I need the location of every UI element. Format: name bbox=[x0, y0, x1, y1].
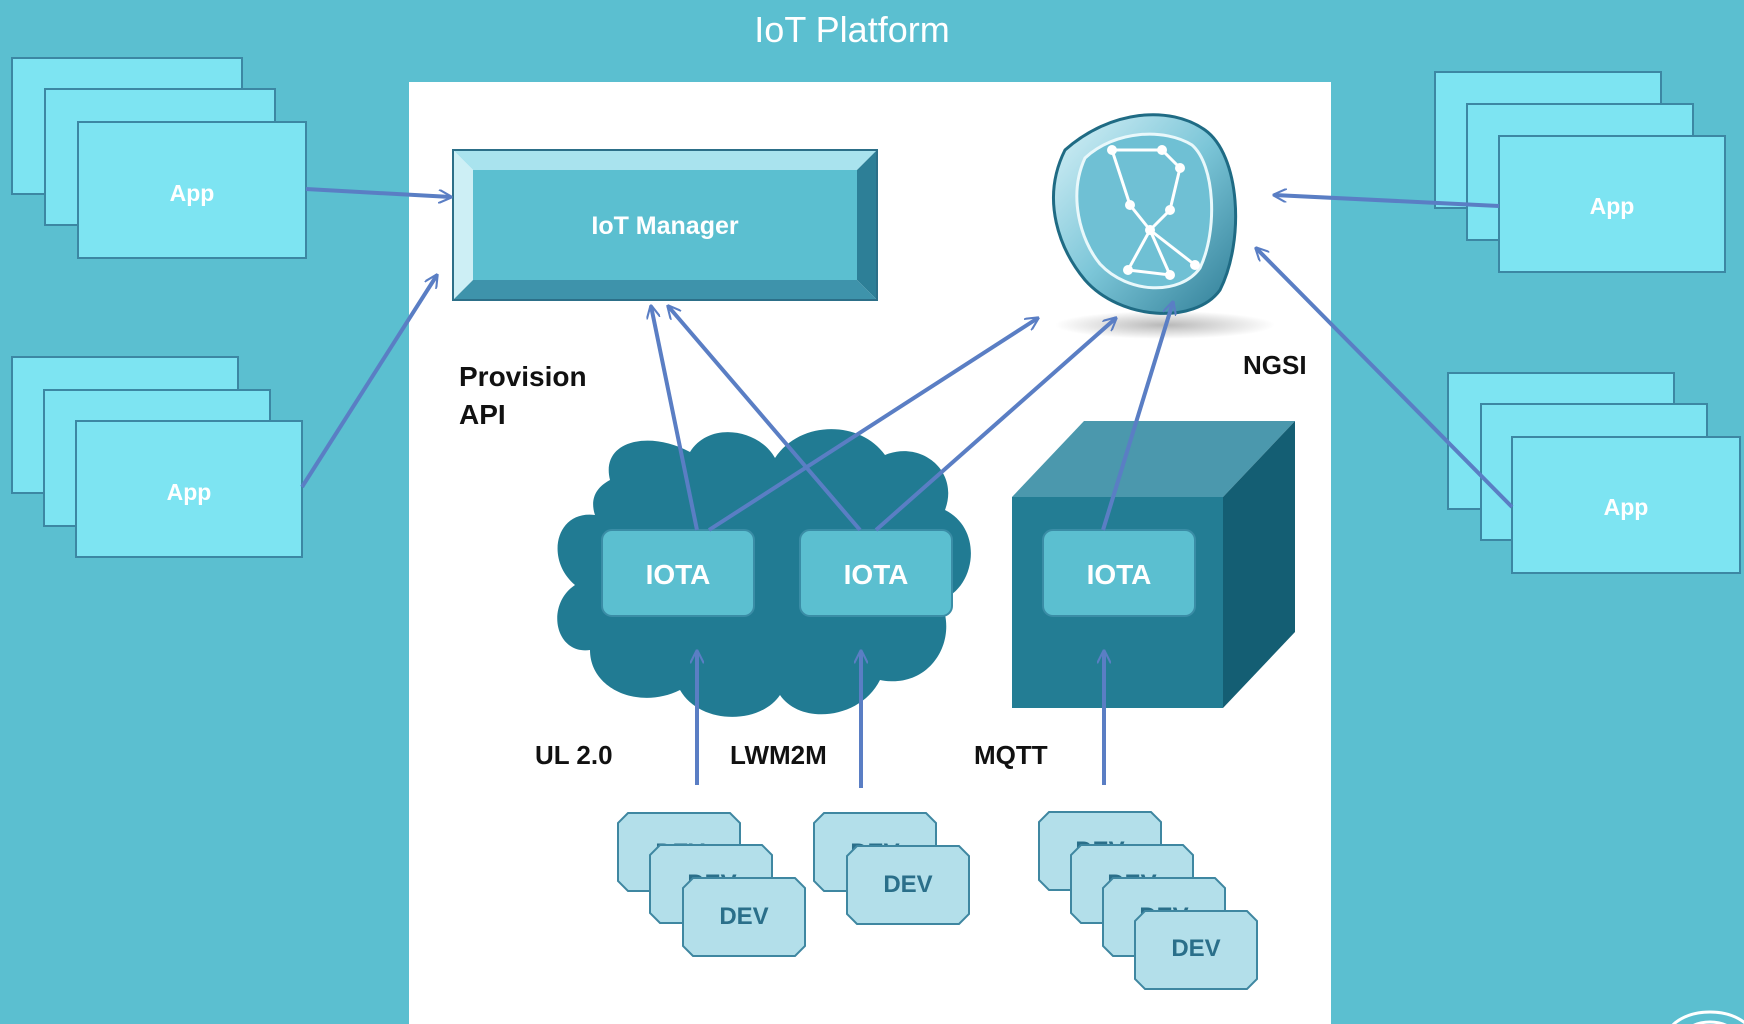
ul-label: UL 2.0 bbox=[535, 740, 613, 770]
connection-arrows bbox=[300, 187, 1514, 788]
device-card: DEV bbox=[1134, 910, 1258, 990]
provision-api-label-line2: API bbox=[459, 399, 506, 430]
iota-box-mqtt: IOTA bbox=[1042, 529, 1196, 617]
arrow-iota2-to-manager bbox=[668, 306, 862, 532]
app-stack-top-right: App bbox=[1434, 71, 1726, 273]
arrow-iota2-to-broker bbox=[874, 318, 1116, 532]
svg-text:DEV: DEV bbox=[883, 871, 932, 898]
arrow-app-to-manager-bottom bbox=[300, 275, 437, 489]
iota-label: IOTA bbox=[844, 559, 909, 590]
cloud-shape bbox=[557, 429, 971, 717]
arrow-iota1-to-broker bbox=[707, 318, 1038, 532]
arrow-iota1-to-manager bbox=[651, 306, 699, 531]
app-label: App bbox=[1604, 494, 1649, 520]
arrow-app-to-manager-top bbox=[305, 187, 451, 197]
device-card: DEV bbox=[846, 845, 970, 925]
arrow-app-to-broker-bottom bbox=[1256, 248, 1514, 509]
svg-text:DEV: DEV bbox=[1171, 935, 1220, 962]
arrow-iota3-to-broker bbox=[1101, 302, 1173, 531]
iota-box-ul: IOTA bbox=[601, 529, 755, 617]
device-group-mqtt: DEV DEV DEV DEV bbox=[1038, 811, 1258, 990]
lwm2m-label: LWM2M bbox=[730, 740, 827, 770]
iota-box-lwm2m: IOTA bbox=[799, 529, 953, 617]
device-group-lwm2m: DEV DEV bbox=[813, 812, 970, 925]
fiware-logo bbox=[1671, 1010, 1744, 1024]
app-stack-bottom-left: App bbox=[11, 356, 303, 558]
ngsi-label: NGSI bbox=[1243, 350, 1307, 380]
device-group-ul: DEV DEV DEV bbox=[617, 812, 806, 957]
svg-text:DEV: DEV bbox=[719, 903, 768, 930]
iot-manager-label: IoT Manager bbox=[591, 212, 739, 240]
mqtt-label: MQTT bbox=[974, 740, 1048, 770]
app-label: App bbox=[170, 180, 215, 206]
provision-api-label-line1: Provision bbox=[459, 361, 587, 392]
device-card: DEV bbox=[682, 877, 806, 957]
iota-label: IOTA bbox=[1087, 559, 1152, 590]
platform-title: IoT Platform bbox=[754, 9, 949, 50]
iota-label: IOTA bbox=[646, 559, 711, 590]
iot-manager-box: IoT Manager bbox=[452, 149, 878, 301]
app-label: App bbox=[167, 479, 212, 505]
app-stack-bottom-right: App bbox=[1447, 372, 1741, 574]
app-label: App bbox=[1590, 193, 1635, 219]
arrow-app-to-broker-top bbox=[1274, 195, 1500, 208]
app-stack-top-left: App bbox=[11, 57, 307, 259]
